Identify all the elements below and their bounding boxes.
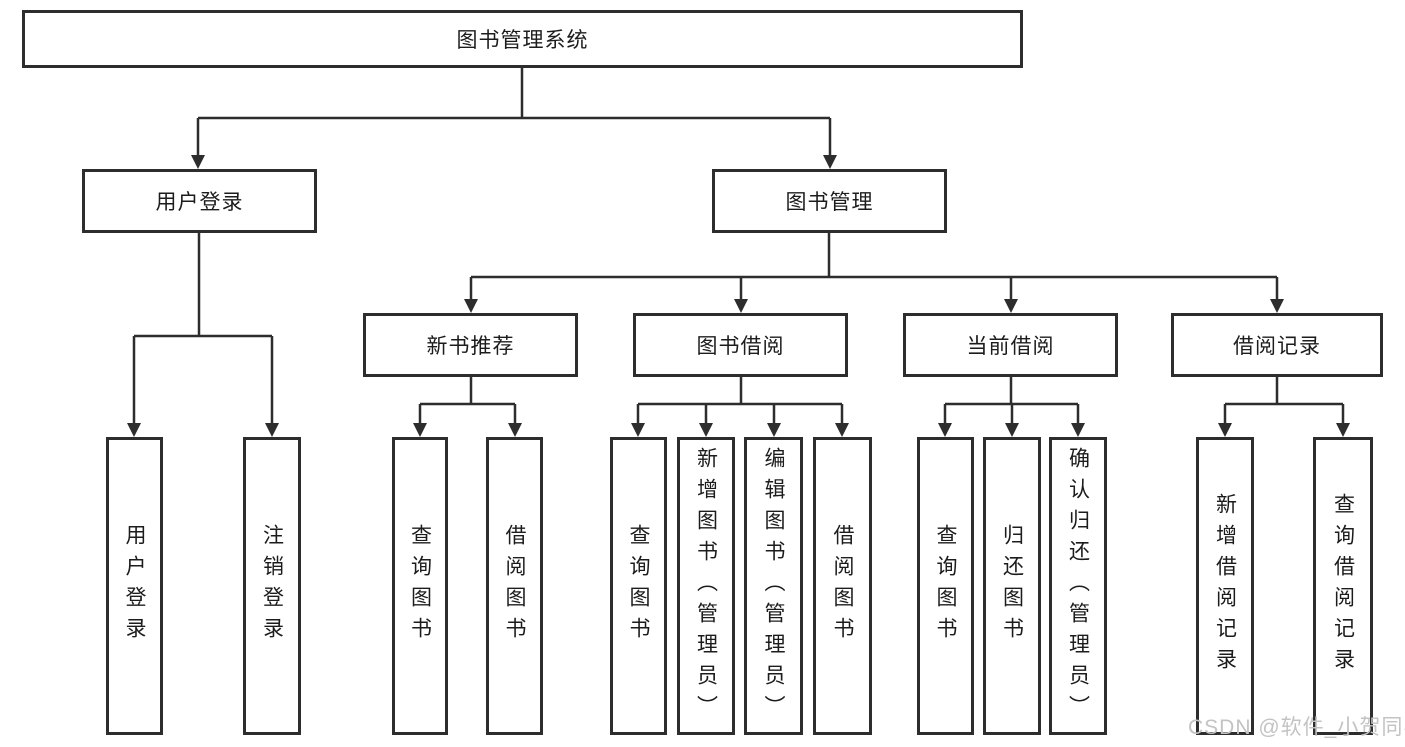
node-library-system-label: 图书管理系统 bbox=[456, 29, 589, 52]
leaf-edit-books-admin-label: 编辑图书（管理员） bbox=[762, 446, 785, 726]
leaf-query-books: 查询图书 bbox=[610, 437, 667, 735]
node-book-borrowing: 图书借阅 bbox=[633, 313, 848, 377]
leaf-return-books-label: 归还图书 bbox=[1000, 524, 1024, 648]
arrowheads bbox=[127, 155, 1350, 437]
leaf-logout: 注销登录 bbox=[243, 437, 301, 735]
leaf-borrow-books-label: 借阅图书 bbox=[503, 524, 526, 648]
leaf-logout-label: 注销登录 bbox=[260, 524, 284, 648]
node-new-book-recommend: 新书推荐 bbox=[363, 313, 578, 377]
node-current-borrowing: 当前借阅 bbox=[903, 313, 1118, 377]
node-new-book-recommend-label: 新书推荐 bbox=[426, 335, 515, 358]
leaf-edit-books-admin: 编辑图书（管理员） bbox=[744, 437, 803, 735]
leaf-add-borrow-record-label: 新增借阅记录 bbox=[1213, 493, 1237, 679]
leaf-user-login: 用户登录 bbox=[106, 437, 163, 735]
leaf-user-login-label: 用户登录 bbox=[123, 524, 146, 648]
node-borrowing-records-label: 借阅记录 bbox=[1233, 335, 1321, 358]
leaf-borrow-books: 借阅图书 bbox=[486, 437, 543, 735]
leaf-return-books: 归还图书 bbox=[983, 437, 1041, 735]
node-borrowing-records: 借阅记录 bbox=[1171, 313, 1383, 377]
csdn-watermark: CSDN @软件_小贺同学 bbox=[1188, 716, 1405, 739]
leaf-confirm-return-admin: 确认归还（管理员） bbox=[1049, 437, 1107, 735]
leaf-confirm-return-admin-label: 确认归还（管理员） bbox=[1066, 446, 1090, 726]
node-user-login: 用户登录 bbox=[82, 169, 317, 233]
leaf-query-books-label: 查询图书 bbox=[408, 524, 432, 648]
node-book-management-label: 图书管理 bbox=[785, 191, 874, 214]
leaf-add-books-admin-label: 新增图书（管理员） bbox=[694, 446, 718, 726]
leaf-query-borrow-record-label: 查询借阅记录 bbox=[1331, 493, 1355, 679]
leaf-borrow-books: 借阅图书 bbox=[813, 437, 872, 735]
node-current-borrowing-label: 当前借阅 bbox=[966, 335, 1055, 358]
leaf-add-borrow-record: 新增借阅记录 bbox=[1196, 437, 1254, 735]
leaf-add-books-admin: 新增图书（管理员） bbox=[677, 437, 735, 735]
node-book-borrowing-label: 图书借阅 bbox=[696, 335, 785, 358]
leaf-borrow-books-label: 借阅图书 bbox=[831, 524, 854, 648]
leaf-query-books: 查询图书 bbox=[392, 437, 448, 735]
node-user-login-label: 用户登录 bbox=[155, 191, 244, 214]
leaf-query-borrow-record: 查询借阅记录 bbox=[1313, 437, 1373, 735]
leaf-query-books: 查询图书 bbox=[917, 437, 974, 735]
node-library-system: 图书管理系统 bbox=[22, 10, 1023, 68]
leaf-query-books-label: 查询图书 bbox=[627, 524, 650, 648]
node-book-management: 图书管理 bbox=[712, 169, 947, 233]
leaf-query-books-label: 查询图书 bbox=[934, 524, 957, 648]
